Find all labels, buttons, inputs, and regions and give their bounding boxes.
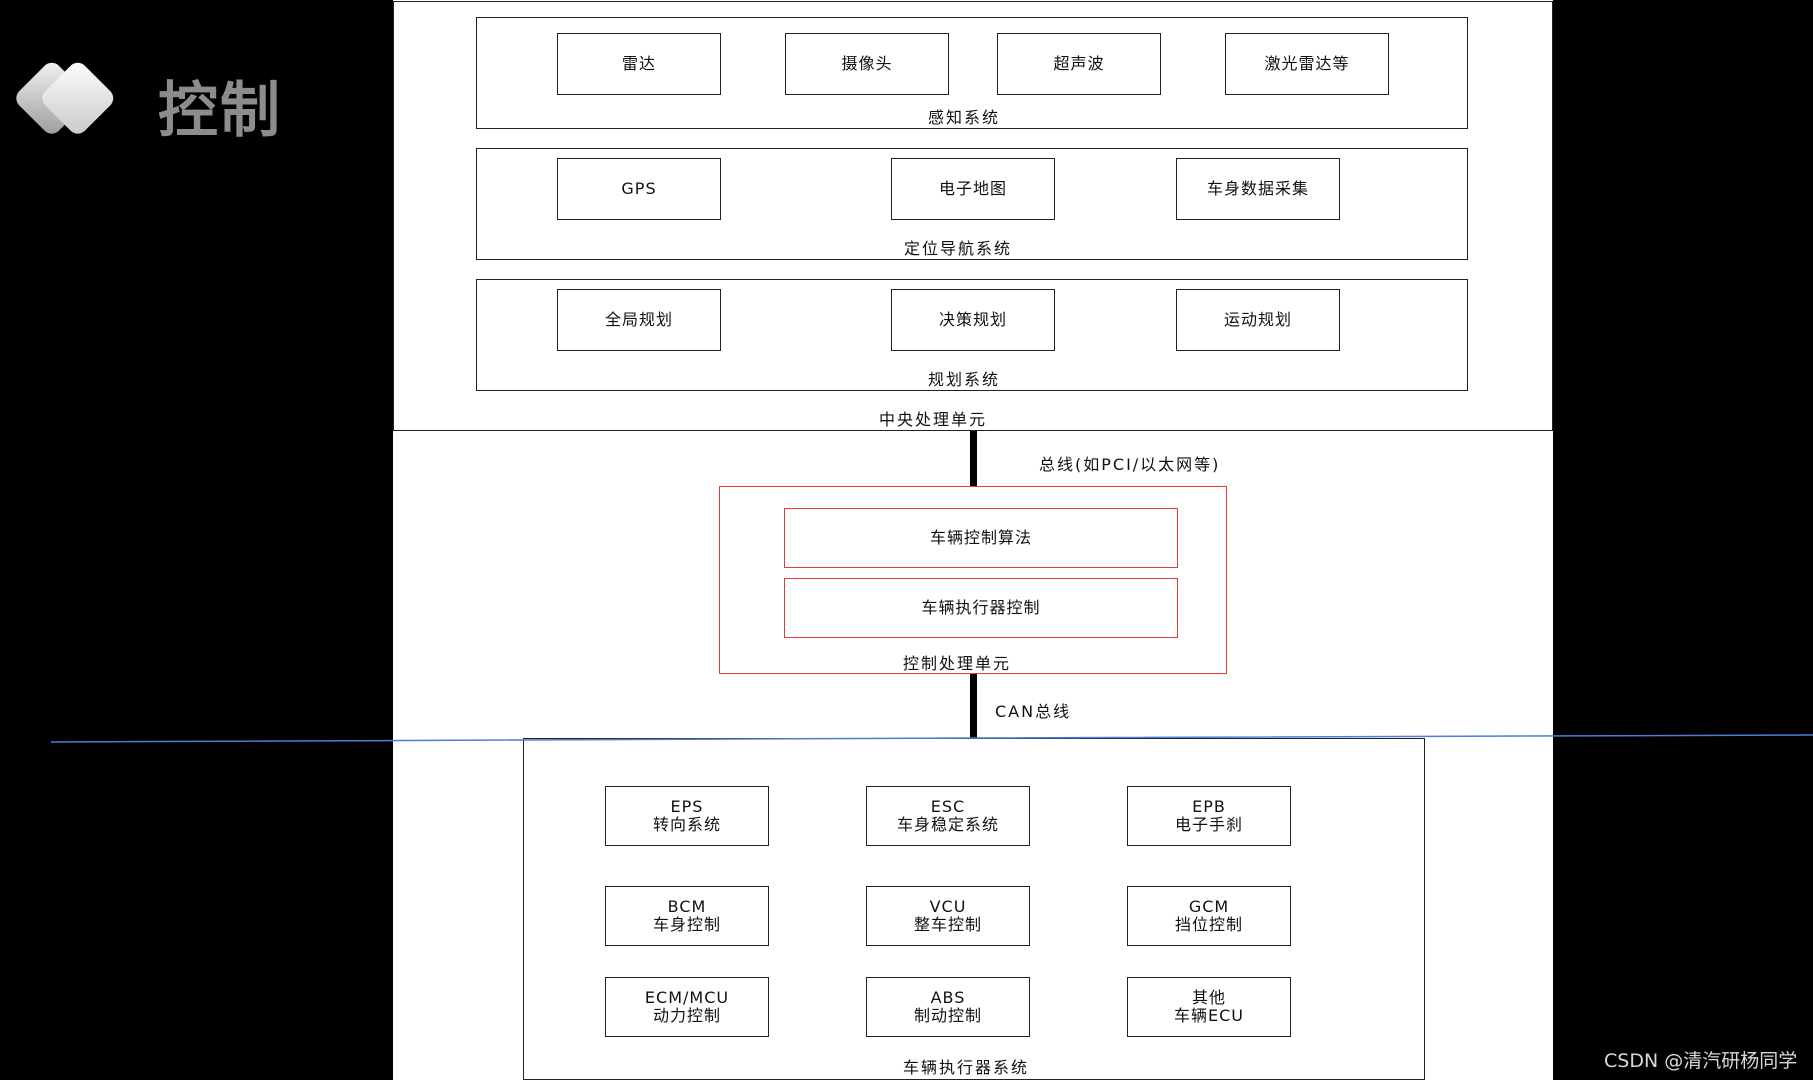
logo-icon (16, 62, 114, 134)
control-unit-label: 控制处理单元 (903, 654, 1012, 673)
central-unit-label: 中央处理单元 (879, 410, 988, 429)
bus-2-label: CAN总线 (995, 702, 1072, 721)
control-item-algorithm: 车辆控制算法 (784, 508, 1178, 568)
perception-item-lidar: 激光雷达等 (1225, 33, 1389, 95)
bus-1-label: 总线(如PCI/以太网等) (1039, 455, 1221, 474)
diagram-canvas: 雷达 摄像头 超声波 激光雷达等 感知系统 GPS 电子地图 车身数据采集 定位… (393, 0, 1553, 1080)
perception-item-radar: 雷达 (557, 33, 721, 95)
navigation-system-label: 定位导航系统 (904, 239, 1013, 258)
watermark: CSDN @清汽研杨同学 (1604, 1050, 1798, 1072)
slide-title: 控制 (158, 76, 282, 146)
bus-connector-2 (970, 674, 977, 738)
actuator-system-label: 车辆执行器系统 (903, 1058, 1030, 1077)
planning-item-decision: 决策规划 (891, 289, 1055, 351)
perception-system-label: 感知系统 (928, 108, 1001, 127)
planning-system-label: 规划系统 (928, 370, 1001, 389)
bus-connector-1 (970, 431, 977, 489)
perception-item-camera: 摄像头 (785, 33, 949, 95)
control-item-actuator: 车辆执行器控制 (784, 578, 1178, 638)
planning-item-global: 全局规划 (557, 289, 721, 351)
navigation-item-body-data: 车身数据采集 (1176, 158, 1340, 220)
perception-item-ultrasonic: 超声波 (997, 33, 1161, 95)
navigation-item-map: 电子地图 (891, 158, 1055, 220)
navigation-item-gps: GPS (557, 158, 721, 220)
actuator-item-other: 其他车辆ECU (1127, 977, 1291, 1037)
planning-item-motion: 运动规划 (1176, 289, 1340, 351)
